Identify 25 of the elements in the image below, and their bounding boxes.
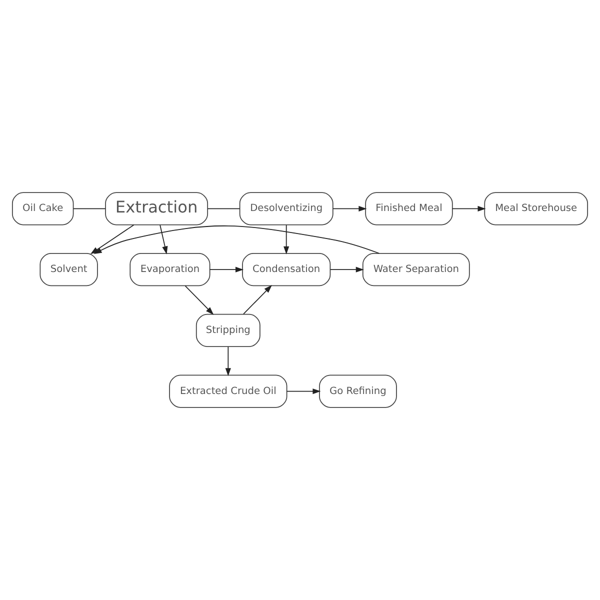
node-box: Condensation: [242, 253, 331, 286]
node-box: Finished Meal: [365, 192, 453, 226]
arrow: [284, 224, 290, 254]
arrow: [330, 266, 364, 272]
arrow: [184, 286, 214, 315]
node-box: Oil Cake: [12, 192, 74, 226]
node-box: Desolventizing: [239, 192, 334, 226]
node-box: Meal Storehouse: [484, 192, 588, 226]
arrow: [225, 346, 231, 376]
arrow: [94, 226, 380, 254]
connector: [207, 208, 240, 210]
arrow: [452, 206, 486, 212]
connector: [73, 208, 106, 210]
node-box: Water Separation: [362, 253, 470, 286]
node-box: Evaporation: [130, 253, 210, 286]
arrow: [210, 266, 244, 272]
arrow: [160, 224, 168, 254]
node-box: Extraction: [105, 192, 208, 226]
arrow: [243, 285, 272, 314]
node-box: Go Refining: [319, 374, 397, 408]
arrow: [286, 388, 321, 394]
arrow: [332, 206, 367, 212]
node-box: Extracted Crude Oil: [169, 374, 288, 408]
node-box: Stripping: [196, 314, 260, 347]
node-box: Solvent: [40, 253, 98, 286]
